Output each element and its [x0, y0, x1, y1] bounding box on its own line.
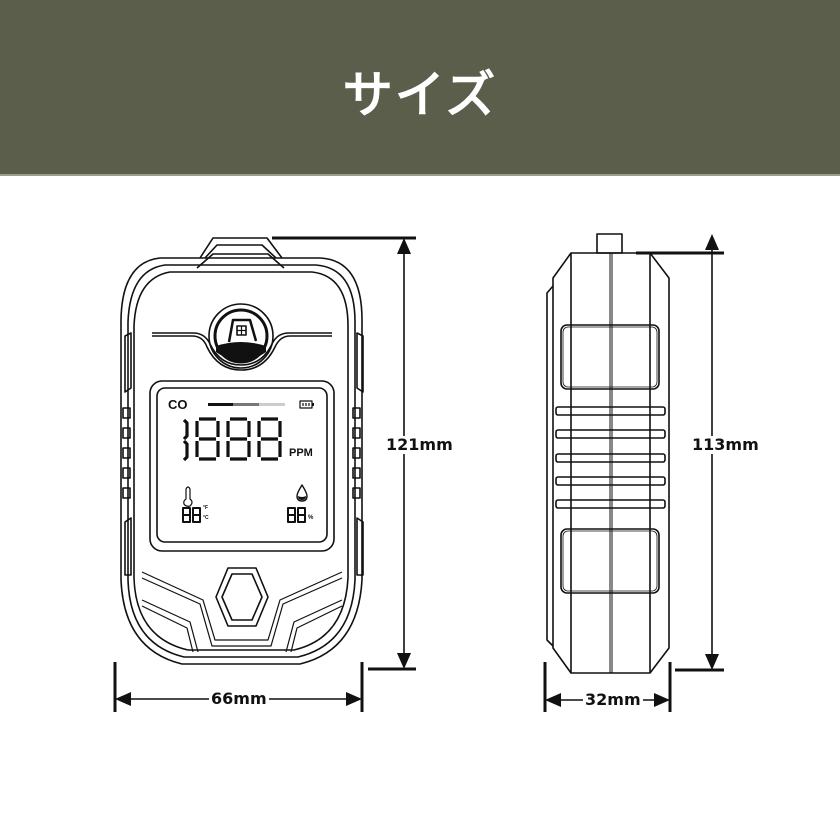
- side-device: [546, 233, 670, 674]
- front-height-label: 121mm: [384, 435, 455, 454]
- power-button: [215, 567, 269, 627]
- front-device: [120, 237, 364, 665]
- left-side-buttons: [122, 407, 131, 499]
- banner-divider: [0, 174, 840, 176]
- side-depth-label: 32mm: [583, 690, 643, 709]
- celsius-label: °C: [203, 515, 209, 521]
- thermometer-icon: [183, 486, 193, 507]
- lcd-screen: [182, 400, 314, 523]
- unit-label: PPM: [289, 447, 313, 459]
- side-vent-slots: [555, 406, 666, 509]
- humidity-unit: %: [308, 515, 314, 521]
- page-title: サイズ: [342, 66, 498, 124]
- title-banner: サイズ: [0, 0, 840, 174]
- dimension-lines: [113, 236, 724, 712]
- right-side-buttons: [352, 407, 361, 499]
- side-height-label: 113mm: [690, 435, 761, 454]
- gas-label: CO: [168, 397, 188, 412]
- droplet-icon: [296, 484, 308, 502]
- front-width-label: 66mm: [209, 689, 269, 708]
- fahrenheit-label: °F: [203, 505, 209, 511]
